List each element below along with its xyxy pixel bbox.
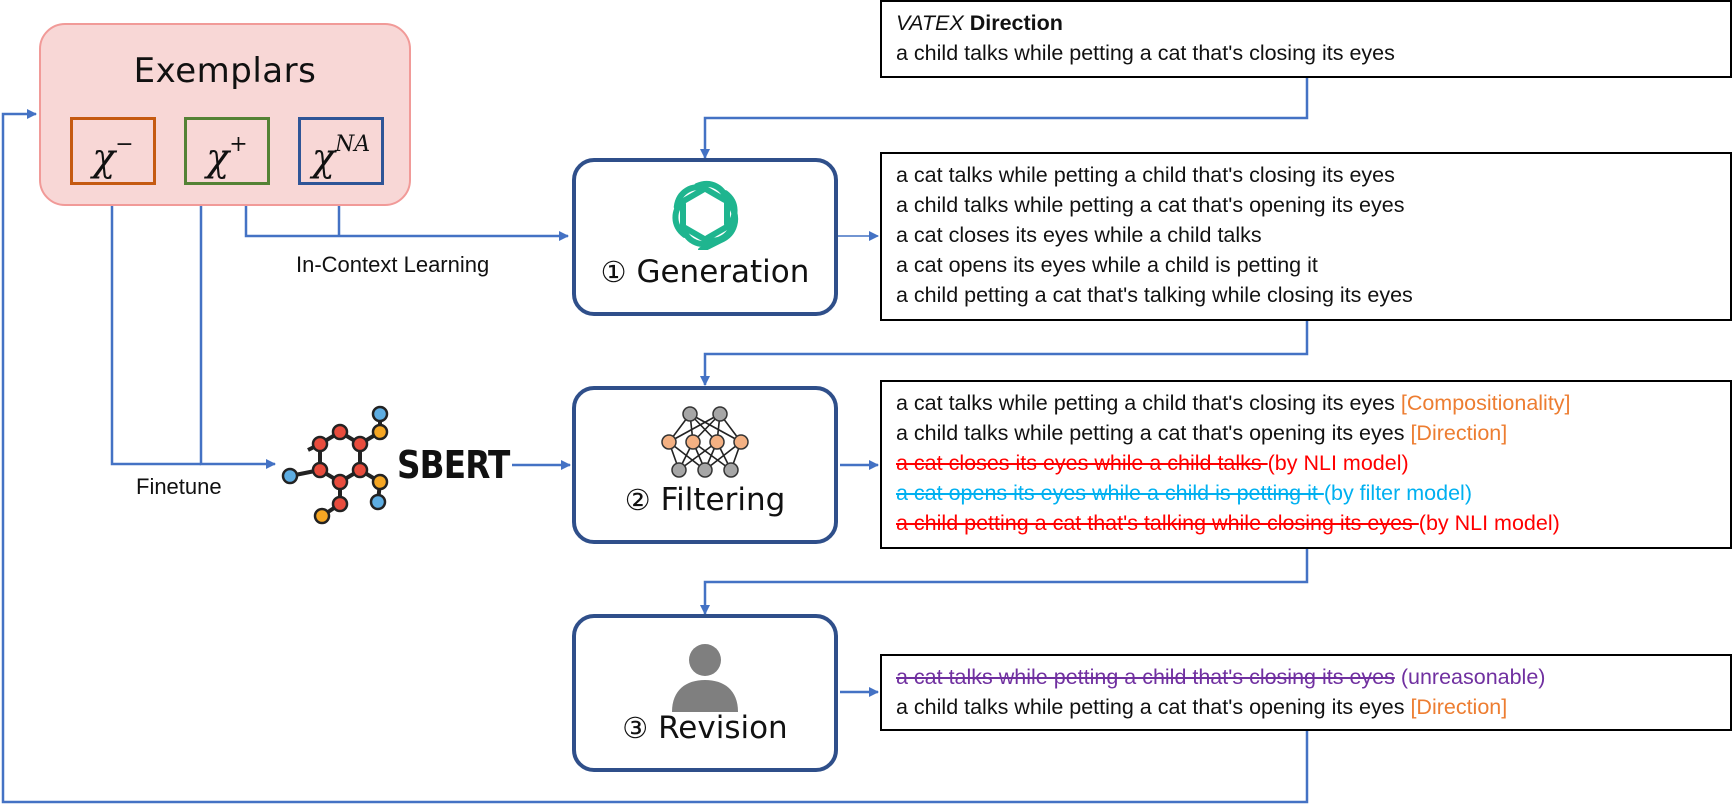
- removal-reason: (by NLI model): [1267, 451, 1409, 475]
- revision-step: ③ Revision: [572, 614, 838, 772]
- exemplar-symbol: χ: [92, 135, 116, 180]
- generated-caption: a cat opens its eyes while a child is pe…: [896, 253, 1318, 277]
- generation-label: ① Generation: [576, 254, 834, 290]
- exemplars-title: Exemplars: [133, 51, 317, 91]
- exemplar-superscript: +: [229, 132, 248, 157]
- removed-caption: a cat opens its eyes while a child is pe…: [896, 478, 1730, 508]
- arrow-finetune-to-sbert: [199, 184, 276, 469]
- revised-caption: a child talks while petting a cat that's…: [896, 692, 1730, 722]
- removal-reason: (unreasonable): [1394, 665, 1546, 689]
- source-header: VATEX Direction: [896, 8, 1730, 38]
- step-name: Filtering: [660, 482, 786, 518]
- step-name: Revision: [658, 710, 788, 746]
- source-caption: a child talks while petting a cat that's…: [896, 41, 1395, 65]
- caption-text: a child talks while petting a cat that's…: [896, 421, 1405, 445]
- removed-caption: a child petting a cat that's talking whi…: [896, 508, 1730, 538]
- step-number: ①: [600, 255, 627, 289]
- generated-caption: a cat talks while petting a child that's…: [896, 163, 1395, 187]
- caption-tag: [Direction]: [1410, 421, 1508, 445]
- exemplars-panel: Exemplars χ− χ+ χNA: [39, 23, 411, 206]
- finetune-label: Finetune: [136, 474, 222, 499]
- filtering-label: ② Filtering: [576, 482, 834, 518]
- filtering-step: ② Filtering: [572, 386, 838, 544]
- generation-step: ① Generation: [572, 158, 838, 316]
- caption-tag: [Compositionality]: [1400, 391, 1571, 415]
- caption-text: a cat talks while petting a child that's…: [896, 665, 1395, 689]
- revised-captions-box: a cat talks while petting a child that's…: [880, 654, 1732, 731]
- openai-logo-icon: [672, 181, 739, 250]
- removed-caption: a cat talks while petting a child that's…: [896, 662, 1730, 692]
- dataset-name: VATEX: [896, 11, 964, 35]
- exemplar-superscript: −: [115, 132, 134, 157]
- generated-caption: a child talks while petting a cat that's…: [896, 193, 1405, 217]
- exemplar-symbol: χ: [206, 135, 230, 180]
- in-context-learning-label: In-Context Learning: [296, 252, 490, 277]
- generated-captions-box: a cat talks while petting a child that's…: [880, 152, 1732, 321]
- generated-caption: a child petting a cat that's talking whi…: [896, 283, 1413, 307]
- sbert-label: SBERT: [397, 443, 510, 487]
- filtered-caption: a child talks while petting a cat that's…: [896, 418, 1730, 448]
- molecule-icon: [281, 405, 389, 525]
- source-caption-box: VATEX Direction a child talks while pett…: [880, 0, 1732, 78]
- caption-tag: [Direction]: [1410, 695, 1508, 719]
- exemplar-symbol: χ: [311, 135, 335, 180]
- person-icon: [672, 644, 738, 712]
- arrow-filtered-to-revision: [700, 549, 1309, 615]
- neural-network-icon: [661, 406, 749, 478]
- step-name: Generation: [636, 254, 810, 290]
- revision-label: ③ Revision: [576, 710, 834, 746]
- step-number: ③: [622, 711, 649, 745]
- caption-text: a cat opens its eyes while a child is pe…: [896, 481, 1324, 505]
- caption-text: a child talks while petting a cat that's…: [896, 695, 1411, 719]
- negative-exemplar-box: χ−: [70, 117, 156, 185]
- arrow-feedback-to-exemplars: [1, 109, 1309, 804]
- arrow-source-to-generation: [700, 77, 1309, 159]
- step-number: ②: [624, 483, 651, 517]
- perturbation-type: Direction: [969, 11, 1063, 35]
- arrow-generated-to-filtering: [700, 320, 1309, 386]
- exemplar-superscript: NA: [334, 132, 371, 157]
- filtered-caption: a cat talks while petting a child that's…: [896, 388, 1730, 418]
- na-exemplar-box: χNA: [298, 117, 384, 185]
- positive-exemplar-box: χ+: [184, 117, 270, 185]
- removal-reason: (by NLI model): [1418, 511, 1560, 535]
- removed-caption: a cat closes its eyes while a child talk…: [896, 448, 1730, 478]
- removal-reason: (by filter model): [1323, 481, 1472, 505]
- caption-text: a child petting a cat that's talking whi…: [896, 511, 1419, 535]
- caption-text: a cat closes its eyes while a child talk…: [896, 451, 1268, 475]
- generated-caption: a cat closes its eyes while a child talk…: [896, 223, 1262, 247]
- line-finetune-neg: [110, 184, 201, 466]
- filtered-captions-box: a cat talks while petting a child that's…: [880, 380, 1732, 549]
- caption-text: a cat talks while petting a child that's…: [896, 391, 1395, 415]
